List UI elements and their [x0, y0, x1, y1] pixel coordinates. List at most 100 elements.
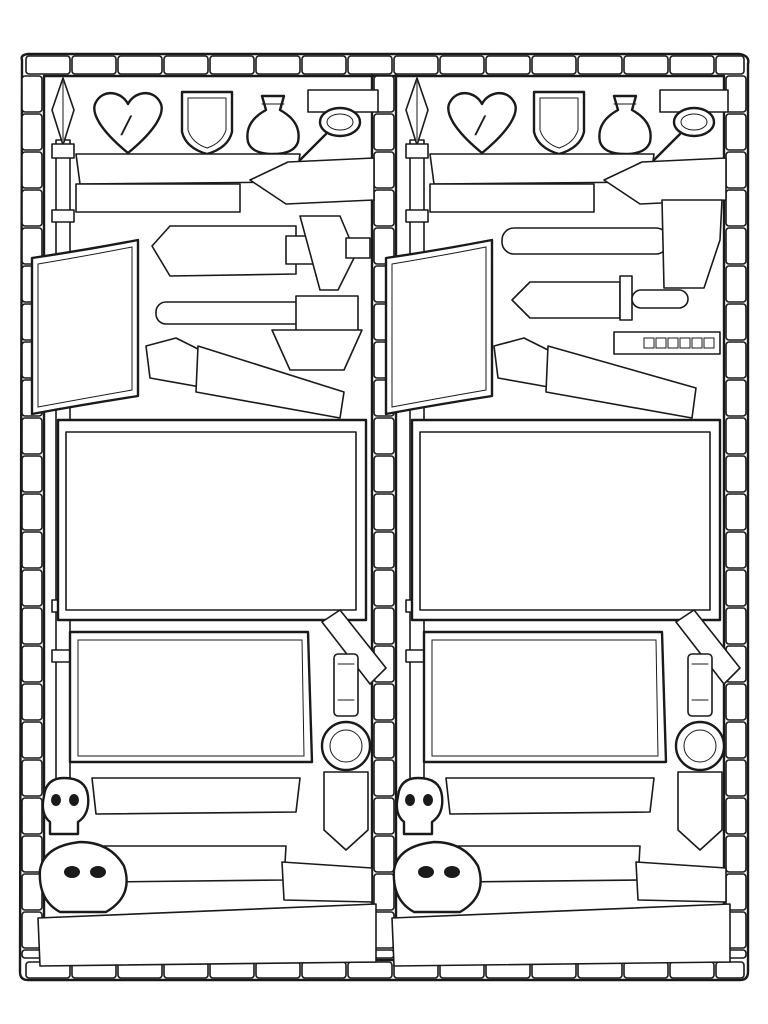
- stone-brick: [725, 835, 747, 873]
- armor-shield-icon[interactable]: [532, 90, 586, 156]
- stone-brick: [725, 797, 747, 835]
- skill-counter-slot[interactable]: [613, 331, 721, 355]
- stone-brick: [255, 55, 301, 75]
- stone-brick: [21, 797, 43, 835]
- stone-brick: [301, 55, 347, 75]
- torn-scroll-top: [603, 157, 727, 205]
- torn-scroll-top: [249, 157, 375, 205]
- torn-scroll-weapon[interactable]: [145, 337, 345, 419]
- stone-brick: [725, 265, 747, 303]
- stone-brick: [669, 961, 715, 979]
- stone-brick: [347, 961, 393, 979]
- stone-brick: [725, 493, 747, 531]
- stone-brick: [373, 949, 395, 959]
- health-heart-icon[interactable]: /: [447, 92, 517, 155]
- search-magnifying-glass-icon[interactable]: [298, 89, 379, 162]
- stone-brick: [21, 683, 43, 721]
- notes-frame[interactable]: [68, 630, 314, 764]
- stone-brick: [21, 151, 43, 189]
- health-separator: /: [120, 111, 133, 139]
- mace-weapon-slot[interactable]: [501, 199, 723, 289]
- stone-brick: [373, 607, 395, 645]
- axe-weapon-slot[interactable]: [155, 295, 363, 371]
- stone-brick: [393, 55, 439, 75]
- scroll-line-2: [457, 845, 641, 883]
- stone-brick: [373, 227, 395, 265]
- search-magnifying-glass-icon[interactable]: [652, 89, 729, 162]
- stone-brick: [373, 493, 395, 531]
- stone-brick: [725, 303, 747, 341]
- character-portrait-frame[interactable]: [410, 418, 722, 622]
- stone-brick: [725, 189, 747, 227]
- stone-brick: [21, 113, 43, 151]
- stone-brick: [209, 55, 255, 75]
- stone-brick: [623, 55, 669, 75]
- stone-brick: [373, 569, 395, 607]
- stone-brick: [21, 835, 43, 873]
- scroll-line-2: [103, 845, 287, 883]
- stone-brick: [373, 873, 395, 911]
- stone-brick: [21, 721, 43, 759]
- scroll-line-1: [91, 777, 301, 815]
- stone-brick: [373, 911, 395, 949]
- stone-brick: [725, 379, 747, 417]
- stone-brick: [21, 455, 43, 493]
- armor-shield-icon[interactable]: [180, 90, 234, 156]
- stat-banner-lower: [429, 183, 595, 213]
- stone-brick: [373, 721, 395, 759]
- skull-icon: [392, 776, 482, 914]
- stone-brick: [21, 607, 43, 645]
- torn-scroll-weapon[interactable]: [493, 337, 697, 419]
- lantern-icon: [674, 609, 741, 851]
- stone-brick: [531, 55, 577, 75]
- stone-brick: [577, 55, 623, 75]
- stone-brick: [373, 113, 395, 151]
- skull-icon: [38, 776, 128, 914]
- notes-frame[interactable]: [422, 630, 668, 764]
- stone-brick: [163, 55, 209, 75]
- stone-brick: [117, 55, 163, 75]
- stone-brick: [725, 721, 747, 759]
- stone-brick: [25, 55, 71, 75]
- stone-brick: [669, 55, 715, 75]
- stone-brick: [373, 189, 395, 227]
- stone-brick: [373, 151, 395, 189]
- dagger-weapon-slot[interactable]: [511, 275, 689, 321]
- stone-brick: [21, 531, 43, 569]
- scroll-line-3: [281, 861, 373, 903]
- stone-brick: [439, 55, 485, 75]
- scroll-line-1: [445, 777, 655, 815]
- stone-brick: [301, 961, 347, 979]
- right-character-sheet: /: [384, 77, 741, 967]
- stone-brick: [725, 569, 747, 607]
- stone-brick: [623, 961, 669, 979]
- stone-brick: [725, 75, 747, 113]
- stone-brick: [725, 341, 747, 379]
- stone-brick: [373, 835, 395, 873]
- stone-brick: [347, 55, 393, 75]
- stone-brick: [725, 113, 747, 151]
- left-character-sheet: /: [30, 77, 387, 967]
- stone-brick: [373, 759, 395, 797]
- stone-brick: [373, 531, 395, 569]
- stone-brick: [21, 417, 43, 455]
- stone-brick: [725, 455, 747, 493]
- stone-brick: [373, 797, 395, 835]
- large-shield: [30, 238, 140, 416]
- stone-brick: [71, 55, 117, 75]
- sword-weapon-slot[interactable]: [151, 215, 371, 291]
- character-portrait-frame[interactable]: [56, 418, 368, 622]
- health-heart-icon[interactable]: /: [93, 92, 163, 155]
- scroll-line-3: [635, 861, 727, 903]
- stone-brick: [715, 961, 745, 979]
- stone-brick: [21, 189, 43, 227]
- large-shield: [384, 238, 494, 416]
- bottom-scroll: [37, 903, 377, 967]
- bottom-scroll: [391, 903, 731, 967]
- stone-brick: [725, 417, 747, 455]
- stat-banner-lower: [75, 183, 241, 213]
- stone-brick: [485, 55, 531, 75]
- stone-brick: [725, 151, 747, 189]
- stone-brick: [373, 417, 395, 455]
- stone-brick: [725, 683, 747, 721]
